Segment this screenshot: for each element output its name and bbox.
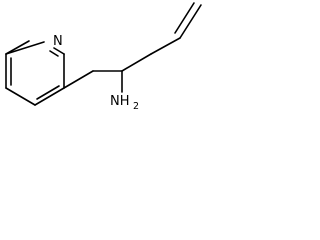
n-label-mask	[53, 31, 65, 47]
bond-c2-n1	[53, 47, 65, 55]
bond-n1-c6-part	[5, 40, 30, 55]
bond-ch-ch2-double-a	[179, 4, 202, 39]
amine-label: NH	[110, 94, 130, 109]
bond-c4-c3	[34, 87, 65, 106]
ring-nitrogen-label: N	[53, 34, 63, 49]
chemical-structure: N NH 2	[5, 2, 202, 112]
bond-c5-c4	[5, 87, 36, 106]
bond-alpha-ch2	[121, 53, 152, 72]
side-chain	[63, 2, 202, 93]
pyridine-ring	[5, 40, 65, 106]
bond-n1-c6	[5, 41, 45, 55]
bond-ch2-ch	[150, 37, 181, 55]
amine-subscript: 2	[133, 101, 139, 112]
double-bond-inner-n	[49, 50, 59, 57]
bond-ring-c2-alpha	[63, 70, 94, 89]
double-bond-inner-bottom-right	[36, 85, 60, 100]
bond-ch-ch2-double-b	[174, 2, 195, 34]
